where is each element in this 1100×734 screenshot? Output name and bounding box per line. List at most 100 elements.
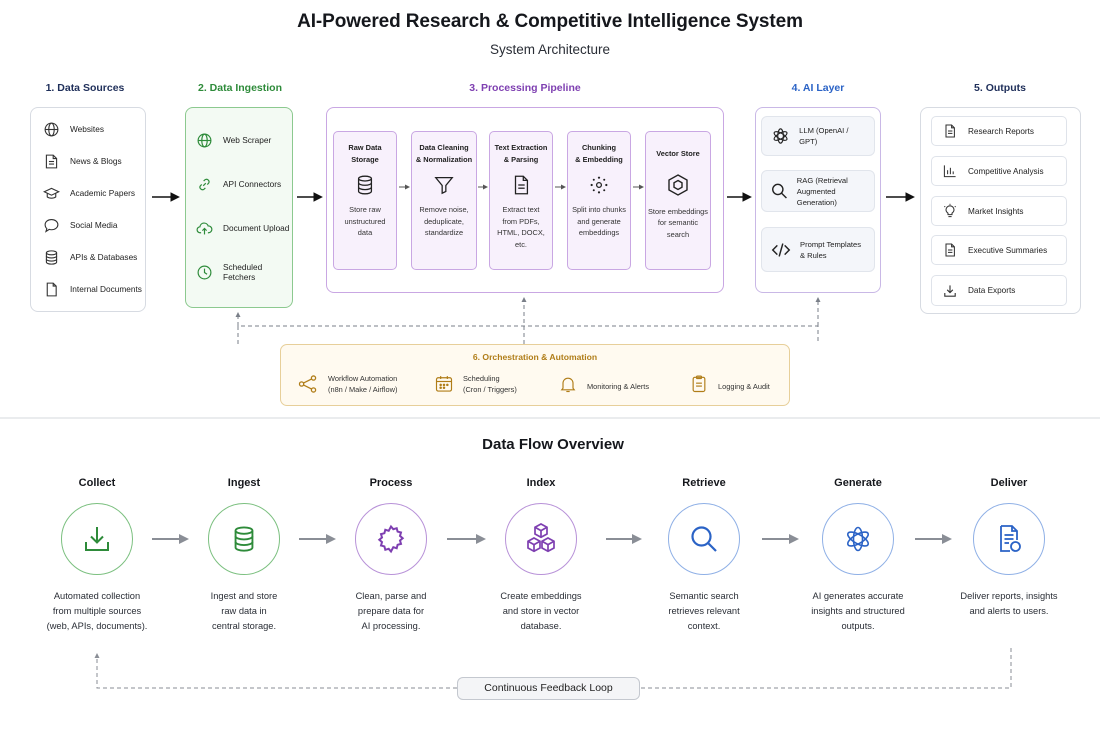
orch-label: Workflow Automation(n8n / Make / Airflow… — [328, 374, 398, 394]
output-research-reports: Research Reports — [931, 116, 1067, 146]
stage-title: Data Cleaning& Normalization — [415, 143, 473, 164]
data-sources-panel: Websites News & Blogs Academic Papers So… — [30, 107, 146, 312]
stage-title: Vector Store — [656, 149, 700, 158]
section-title-processing: 3. Processing Pipeline — [469, 82, 581, 94]
globe-icon — [44, 122, 59, 136]
document-text-icon — [514, 175, 529, 195]
orch-label: Monitoring & Alerts — [587, 381, 650, 391]
flow-circle-generate — [822, 503, 894, 575]
database-icon — [357, 175, 373, 195]
globe-icon — [197, 133, 212, 147]
feedback-loop-left — [94, 653, 457, 689]
source-apis: APIs & Databases — [43, 241, 145, 273]
data-ingestion-panel: Web Scraper API Connectors Document Uplo… — [185, 107, 293, 308]
source-label: Academic Papers — [70, 188, 136, 198]
download-icon — [85, 527, 109, 551]
orch-scheduling: Scheduling(Cron / Triggers) — [434, 373, 517, 395]
section-title-ingestion: 2. Data Ingestion — [197, 82, 282, 94]
source-internal: Internal Documents — [43, 273, 145, 305]
output-competitive-analysis: Competitive Analysis — [931, 156, 1067, 186]
cloud-upload-icon — [196, 221, 213, 234]
ai-label: Prompt Templates& Rules — [800, 239, 862, 260]
database-icon — [45, 249, 58, 265]
database-icon — [234, 526, 254, 552]
source-label: Websites — [70, 124, 104, 134]
flow-circle-index — [505, 503, 577, 575]
clock-icon — [197, 265, 212, 279]
section-title-orchestration: 6. Orchestration & Automation — [472, 352, 598, 362]
ingest-label: Web Scraper — [223, 135, 272, 145]
stage-title: Chunking& Embedding — [575, 143, 623, 164]
feedback-loop-right — [641, 648, 1012, 689]
section-title-sources: 1. Data Sources — [45, 82, 125, 94]
ai-llm: LLM (OpenAI / GPT) — [761, 116, 875, 156]
output-label: Competitive Analysis — [968, 166, 1044, 176]
feedback-loop-label: Continuous Feedback Loop — [457, 677, 640, 700]
ai-label: LLM (OpenAI / GPT) — [799, 126, 849, 146]
flow-title: Data Flow Overview — [482, 436, 624, 453]
dots-circle-icon — [590, 176, 608, 194]
source-academic: Academic Papers — [43, 177, 145, 209]
flow-step-label-process: Process — [369, 477, 413, 489]
ingest-web-scraper: Web Scraper — [196, 118, 292, 162]
page-title: AI-Powered Research & Competitive Intell… — [297, 11, 803, 32]
openai-icon — [773, 128, 788, 144]
lightbulb-icon — [944, 203, 956, 218]
source-websites: Websites — [43, 113, 145, 145]
ingest-document-upload: Document Upload — [196, 206, 292, 250]
newspaper-icon — [45, 154, 58, 168]
stage-data-cleaning: Data Cleaning& Normalization Remove nois… — [411, 131, 477, 270]
chat-bubble-icon — [44, 218, 59, 233]
ingest-label: Document Upload — [223, 223, 290, 233]
bar-chart-icon — [943, 165, 956, 178]
flow-step-label-deliver: Deliver — [990, 477, 1028, 489]
orchestration-dashed-bus — [237, 325, 819, 344]
search-icon — [772, 183, 787, 199]
code-icon — [771, 242, 791, 257]
orchestration-panel — [280, 344, 790, 406]
clipboard-icon — [692, 375, 706, 393]
summary-document-icon — [945, 243, 955, 257]
ai-prompt-templates: Prompt Templates& Rules — [761, 227, 875, 272]
flow-step-label-collect: Collect — [78, 477, 116, 489]
source-news: News & Blogs — [43, 145, 145, 177]
flow-circle-process — [355, 503, 427, 575]
bell-icon — [560, 377, 576, 393]
report-icon — [945, 124, 955, 138]
flow-step-label-ingest: Ingest — [227, 477, 261, 489]
output-data-exports: Data Exports — [931, 275, 1067, 306]
orch-workflow-automation: Workflow Automation(n8n / Make / Airflow… — [297, 373, 397, 395]
source-label: Social Media — [70, 220, 118, 230]
output-market-insights: Market Insights — [931, 196, 1067, 226]
filter-icon — [434, 177, 454, 195]
hexagon-cube-icon — [668, 173, 688, 196]
orch-label: Scheduling(Cron / Triggers) — [463, 374, 517, 394]
flow-connectors — [94, 534, 1012, 689]
ingest-label: API Connectors — [223, 179, 282, 189]
cubes-icon — [527, 523, 555, 553]
output-label: Research Reports — [968, 126, 1034, 136]
gear-icon — [377, 524, 405, 554]
flow-step-label-retrieve: Retrieve — [682, 477, 726, 489]
output-label: Market Insights — [968, 206, 1024, 216]
flow-circle-retrieve — [668, 503, 740, 575]
calendar-icon — [435, 376, 453, 392]
ingest-scheduled-fetchers: Scheduled Fetchers — [196, 250, 292, 294]
search-icon — [691, 526, 717, 552]
page-subtitle: System Architecture — [489, 42, 611, 57]
architecture-connectors — [0, 184, 1100, 419]
graduation-cap-icon — [43, 187, 60, 199]
flow-step-label-generate: Generate — [834, 477, 882, 489]
stage-desc: Remove noise,deduplicate,standardize — [419, 205, 469, 237]
openai-icon — [846, 526, 870, 552]
